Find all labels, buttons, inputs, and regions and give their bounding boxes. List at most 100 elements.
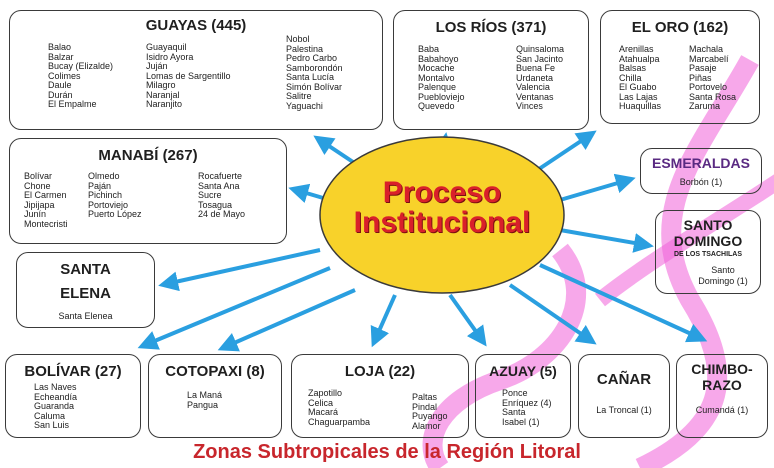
guayas-item: Daule — [48, 80, 72, 90]
eloro-item: Atahualpa — [619, 53, 660, 64]
losrios-item: San Jacinto — [516, 53, 564, 64]
arrow-to-azuay — [448, 293, 487, 347]
santo-domingo-item-2: Domingo (1) — [698, 276, 748, 286]
eloro-item: Machala — [689, 44, 724, 54]
loja-item: Zapotillo — [308, 388, 343, 398]
arrow-to-loja — [370, 294, 397, 348]
eloro-item: Chilla — [619, 72, 642, 83]
azuay-item: Isabel (1) — [502, 416, 540, 427]
chimborazo-item: Cumandá (1) — [695, 405, 749, 415]
center-title-line-1: Proceso — [382, 176, 502, 209]
esmeraldas-item: Borbón (1) — [679, 177, 723, 187]
loja-title: LOJA (22) — [344, 363, 416, 380]
losrios-item: Quevedo — [418, 101, 455, 111]
losrios-item: Baba — [418, 44, 440, 54]
guayas-item: Samborondón — [286, 62, 343, 73]
arrow-to-santo-domingo — [559, 228, 654, 253]
manabi-item: Pichinch — [88, 190, 123, 200]
arrow-to-esmeraldas — [559, 173, 636, 202]
box-esmeraldas: ESMERALDAS Borbón (1) — [640, 148, 762, 194]
losrios-item: Montalvo — [418, 72, 455, 83]
losrios-item: Palenque — [418, 82, 457, 92]
manabi-item: El Carmen — [24, 190, 67, 200]
loja-item: Puyango — [412, 411, 448, 421]
guayas-item: Bucay (Elizalde) — [48, 61, 114, 71]
loja-item: Alamor — [412, 420, 441, 431]
guayas-item: Durán — [48, 89, 73, 100]
bolivar-item: San Luis — [34, 420, 70, 430]
manabi-item: Jipijapa — [24, 199, 55, 210]
santo-domingo-subtitle: DE LOS TSACHILAS — [673, 251, 743, 258]
guayas-item: Pedro Carbo — [286, 53, 338, 63]
manabi-item: Rocafuerte — [198, 171, 243, 181]
santo-domingo-item-1: Santo — [711, 265, 735, 275]
bolivar-item: Caluma — [34, 410, 66, 421]
guayas-item: Juján — [146, 61, 168, 71]
guayas-item: Simón Bolívar — [286, 81, 343, 92]
guayas-item: Lomas de Sargentillo — [146, 70, 231, 81]
chimborazo-title-1: CHIMBO- — [691, 361, 753, 377]
santo-domingo-title-2: DOMINGO — [673, 233, 743, 249]
losrios-item: Urdaneta — [516, 72, 554, 83]
guayas-item: Yaguachi — [286, 100, 323, 111]
losrios-item: Babahoyo — [418, 53, 459, 64]
guayas-item: Nobol — [286, 34, 310, 44]
cotopaxi-item: La Maná — [187, 390, 223, 400]
loja-item: Paltas — [412, 392, 438, 402]
azuay-item: Ponce — [502, 388, 528, 398]
manabi-item: Montecristi — [24, 218, 68, 229]
arrow-to-canar — [508, 283, 597, 345]
guayas-title: GUAYAS (445) — [145, 17, 247, 34]
footer-caption: Zonas Subtropicales de la Región Litoral — [193, 441, 581, 463]
guayas-item: Isidro Ayora — [146, 51, 194, 62]
santo-domingo-title-1: SANTO — [683, 217, 733, 233]
cotopaxi-item: Pangua — [187, 399, 219, 410]
losrios-item: Buena Fe — [516, 63, 556, 73]
guayas-item: Naranjito — [146, 99, 183, 109]
santa-elena-title-1: SANTA — [60, 261, 111, 278]
manabi-item: Puerto López — [88, 209, 142, 219]
guayas-item: El Empalme — [48, 99, 97, 109]
bolivar-title: BOLÍVAR (27) — [24, 363, 122, 380]
arrow-to-chimborazo — [539, 263, 708, 343]
eloro-item: El Guabo — [619, 82, 657, 92]
bolivar-item: Echeandía — [34, 391, 78, 402]
santa-elena-item: Santa Elenea — [58, 311, 113, 321]
canar-item: La Troncal (1) — [596, 405, 652, 415]
guayas-item: Milagro — [146, 80, 176, 90]
azuay-item: Enríquez (4) — [502, 397, 552, 408]
esmeraldas-title: ESMERALDAS — [651, 155, 750, 171]
arrow-to-santa-elena — [158, 248, 321, 292]
manabi-item: 24 de Mayo — [198, 209, 246, 219]
losrios-item: Quinsaloma — [516, 44, 565, 54]
loja-item: Celica — [308, 397, 334, 408]
el-oro-title: EL ORO (162) — [631, 19, 729, 36]
guayas-item: Guayaquil — [146, 42, 187, 52]
eloro-item: Zaruma — [689, 101, 721, 111]
manabi-item: Tosagua — [198, 199, 233, 210]
loja-item: Chaguarpamba — [308, 416, 371, 427]
box-chimborazo: CHIMBO- RAZO Cumandá (1) — [676, 354, 768, 438]
guayas-item: Palestina — [286, 43, 324, 54]
loja-item: Macará — [308, 407, 339, 417]
manabi-item: Portoviejo — [88, 199, 129, 210]
eloro-item: Arenillas — [619, 44, 654, 54]
